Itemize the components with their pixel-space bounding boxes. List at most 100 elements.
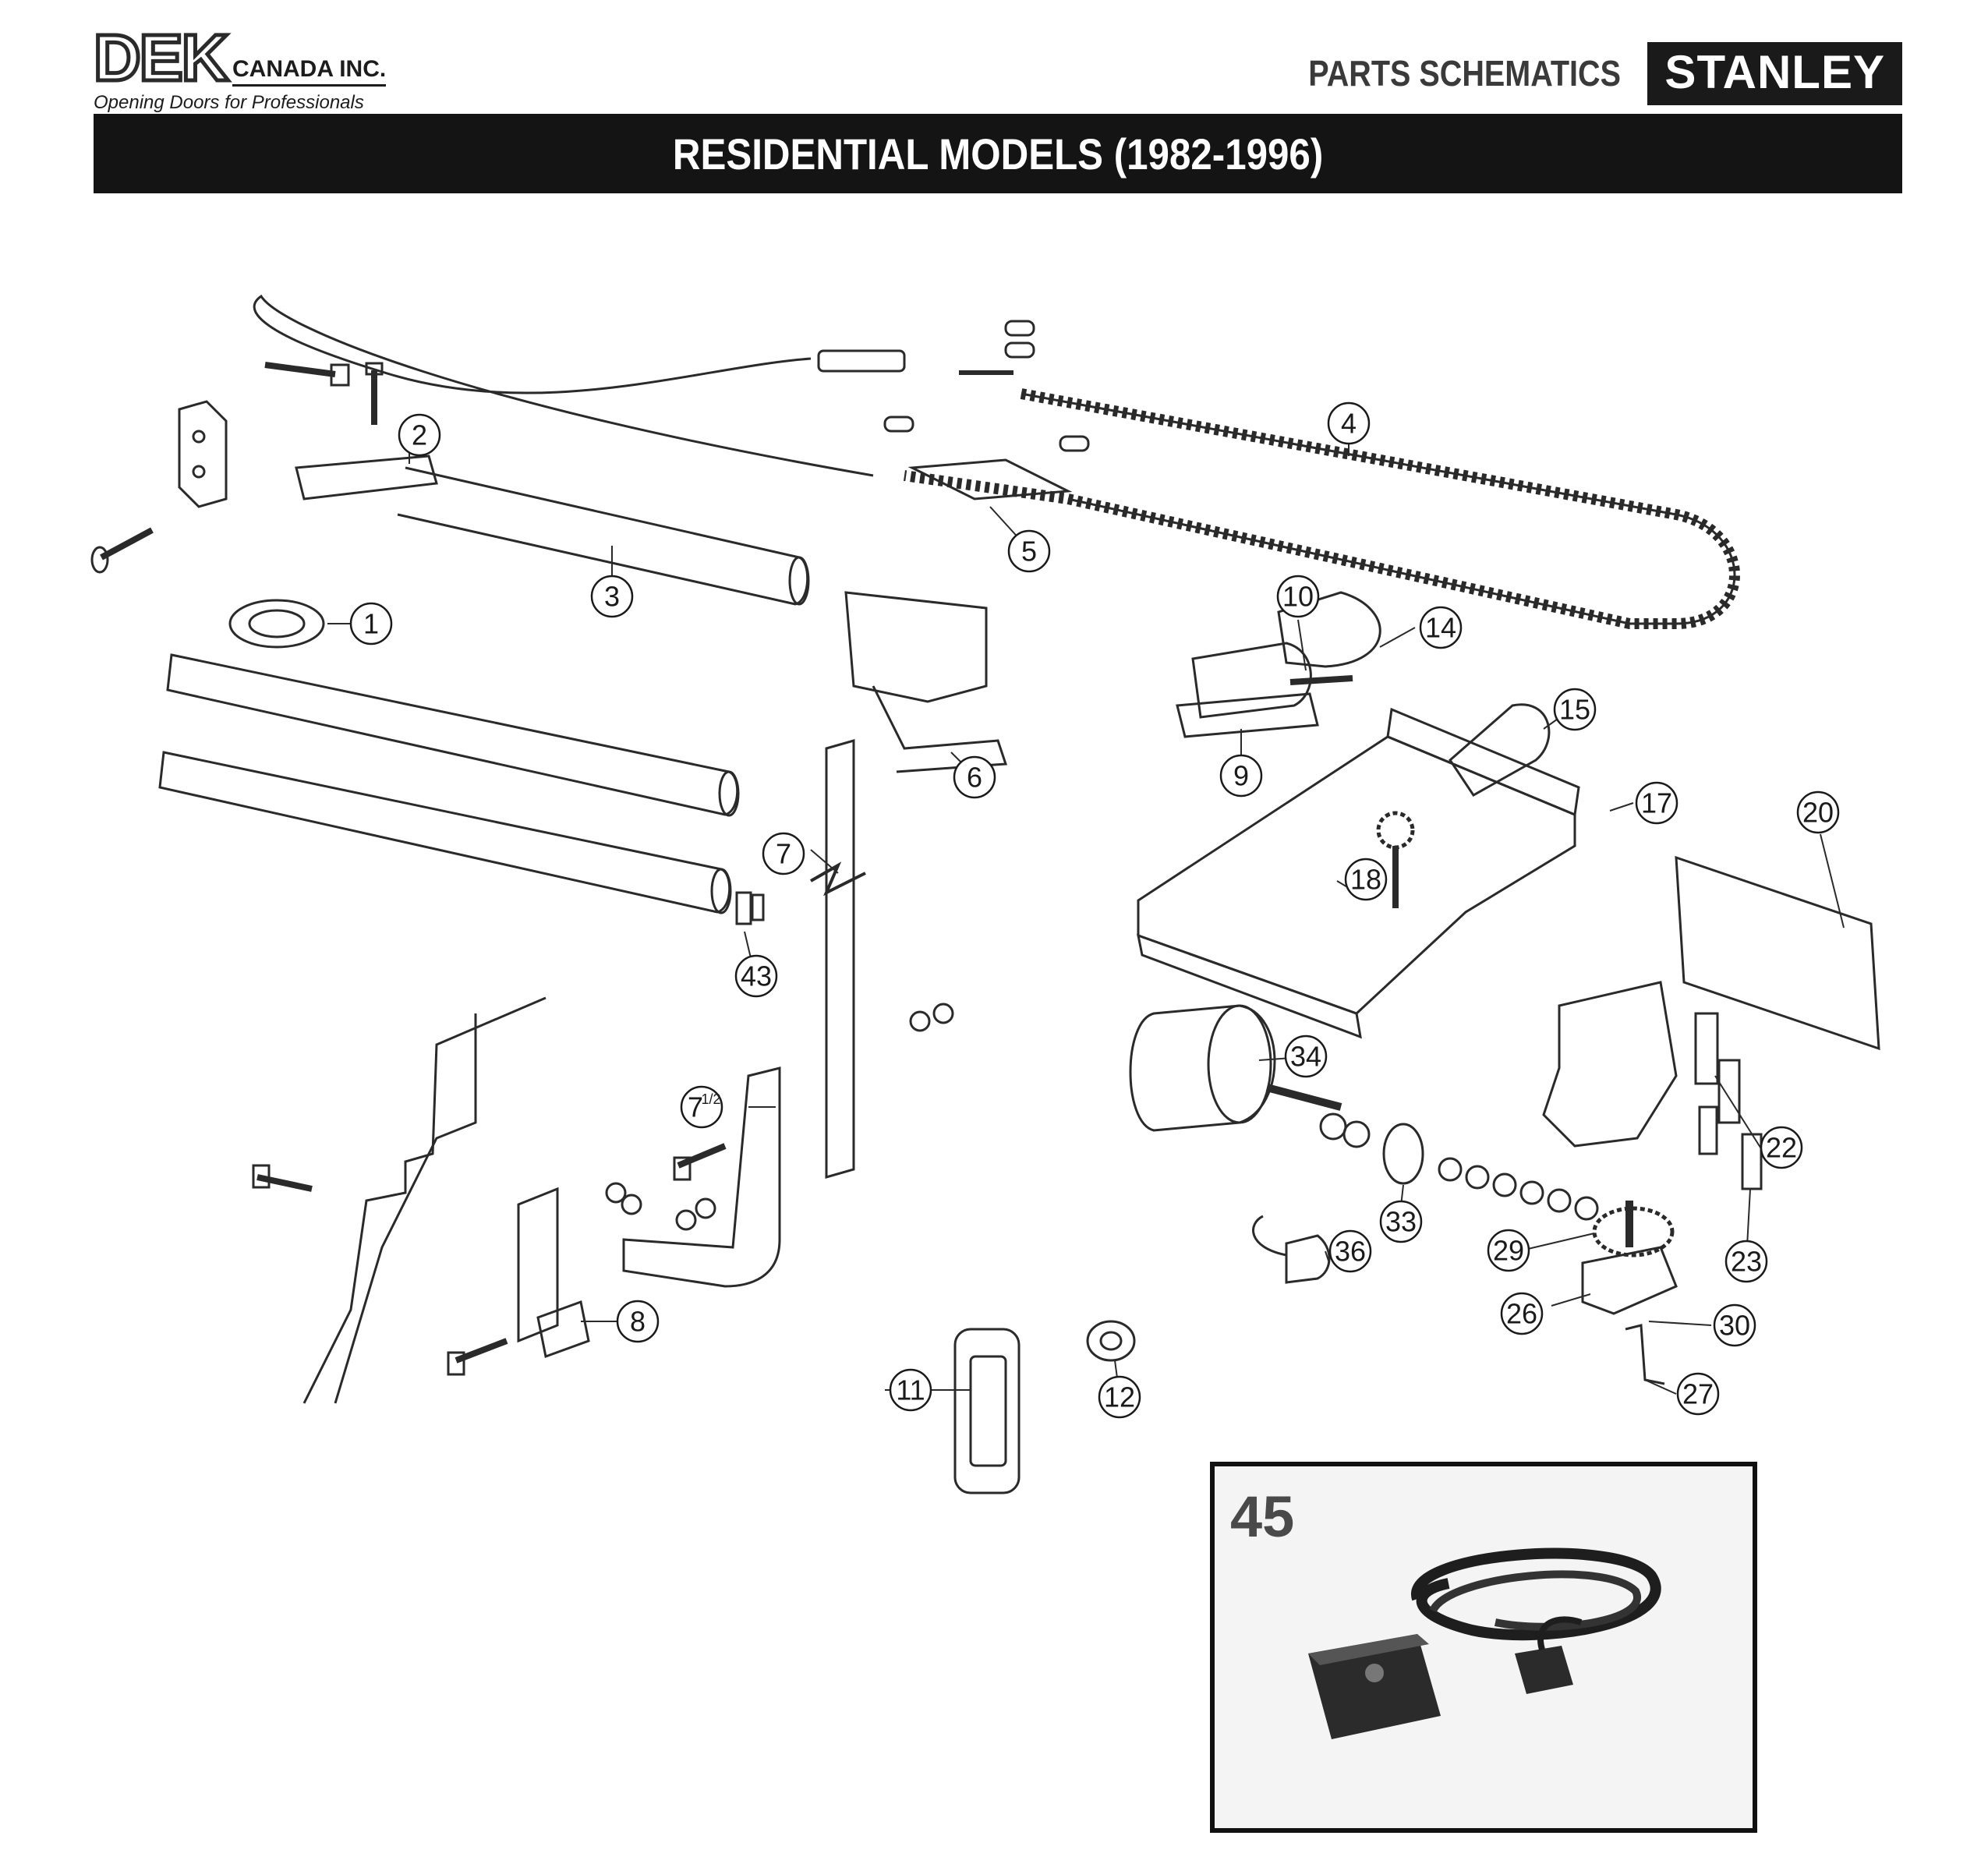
rail-tube-a <box>166 653 739 816</box>
part-callout: 30 <box>1713 1303 1756 1347</box>
inset-artwork <box>1308 1547 1661 1739</box>
part-callout: 7 <box>762 832 805 875</box>
title-bar: RESIDENTIAL MODELS (1982-1996) <box>94 114 1902 193</box>
callout-circle <box>1713 1303 1756 1347</box>
callout-circle <box>1760 1126 1803 1169</box>
callout-circle <box>590 575 634 618</box>
section-label: PARTS SCHEMATICS <box>1308 53 1622 94</box>
callout-circle <box>398 413 441 457</box>
callout-circle <box>1007 529 1051 573</box>
diagram-artwork <box>90 294 1880 1494</box>
inset-callout: 45 <box>1210 1462 1757 1833</box>
leader-lines <box>327 425 1845 1396</box>
part-callout: 23 <box>1724 1240 1768 1283</box>
part-callout: 5 <box>1007 529 1051 573</box>
door-bracket <box>517 1187 559 1343</box>
callout-circle <box>1635 781 1678 825</box>
part-number: 23 <box>1731 1246 1762 1278</box>
part-callout: 4 <box>1327 401 1371 445</box>
part-callout: 29 <box>1487 1229 1530 1272</box>
part-number: 33 <box>1385 1206 1417 1238</box>
part-number: 34 <box>1290 1041 1321 1073</box>
parts-diagram: 123456771/289101112141517182022232627293… <box>90 294 1880 1494</box>
part-callout: 34 <box>1284 1035 1328 1078</box>
part-number: 5 <box>1021 536 1037 568</box>
part-number: 18 <box>1350 864 1381 896</box>
trolley <box>907 458 1073 500</box>
part-number: 26 <box>1506 1298 1537 1330</box>
part-callout: 10 <box>1276 575 1320 618</box>
part-callout: 18 <box>1344 858 1388 901</box>
pulley <box>228 599 325 649</box>
part-number: 15 <box>1559 694 1590 726</box>
callout-circle <box>1219 754 1263 798</box>
logo-tagline: Opening Doors for Professionals <box>94 92 364 113</box>
part-number: 12 <box>1104 1381 1135 1413</box>
part-callout: 6 <box>953 755 996 799</box>
part-number: 30 <box>1719 1310 1750 1342</box>
callout-circle <box>1487 1229 1530 1272</box>
part-number: 1 <box>363 608 379 640</box>
logo-mark: DEK <box>91 21 230 94</box>
sensor <box>1285 1234 1331 1284</box>
main-motor <box>1129 1004 1276 1132</box>
page-title: RESIDENTIAL MODELS (1982-1996) <box>672 129 1324 179</box>
cable-tensioner <box>817 349 906 373</box>
carriage <box>844 591 988 703</box>
part-number: 3 <box>604 581 620 613</box>
part-number: 14 <box>1425 612 1456 644</box>
wall-console <box>953 1328 1021 1494</box>
part-callout: 71/2 <box>680 1085 723 1129</box>
callout-circle <box>1284 1035 1328 1078</box>
callout-circle <box>616 1300 660 1343</box>
part-callout: 43 <box>734 954 778 998</box>
part-callout: 27 <box>1676 1372 1720 1416</box>
callout-circle <box>734 954 778 998</box>
part-number: 8 <box>630 1306 646 1338</box>
inset-label: 45 <box>1230 1484 1295 1549</box>
part-number: 9 <box>1233 760 1249 792</box>
part-number-sup: 1/2 <box>701 1091 720 1107</box>
callout-circle <box>349 602 393 645</box>
part-number: 11 <box>896 1374 925 1406</box>
callout-circle <box>1328 1229 1372 1273</box>
callout-circle <box>1553 688 1597 731</box>
header-right: PARTS SCHEMATICS STANLEY <box>1258 41 1902 106</box>
motor-15 <box>1449 703 1551 797</box>
gear-housing <box>1542 981 1678 1148</box>
motor-cover <box>1277 591 1381 668</box>
callout-circle <box>680 1085 723 1129</box>
callout-circle <box>1796 790 1840 834</box>
plug-end <box>1515 1646 1573 1694</box>
gear-base <box>1581 1246 1678 1315</box>
callout-circle <box>953 755 996 799</box>
callout-circle <box>1276 575 1320 618</box>
callout-circle <box>1327 401 1371 445</box>
bushing <box>1086 1320 1136 1362</box>
part-callout: 8 <box>616 1300 660 1343</box>
part-callout: 14 <box>1419 606 1463 649</box>
callout-circle <box>1500 1292 1544 1335</box>
release-cable <box>253 294 874 477</box>
circuit-board <box>1675 855 1880 1051</box>
rail-front <box>295 454 438 500</box>
part-number: 7 <box>776 838 791 870</box>
part-callout: 22 <box>1760 1126 1803 1169</box>
part-callout: 9 <box>1219 754 1263 798</box>
part-callout: 3 <box>590 575 634 618</box>
callout-circle <box>1676 1372 1720 1416</box>
part-callout: 2 <box>398 413 441 457</box>
callout-circle <box>1379 1200 1423 1243</box>
part-callout: 15 <box>1553 688 1597 731</box>
motor-small <box>1191 642 1312 719</box>
stanley-brand: STANLEY <box>1647 41 1902 105</box>
part-callout: 11 <box>889 1368 932 1412</box>
rail-tube-b <box>158 751 731 914</box>
part-number: 7 <box>688 1091 703 1123</box>
part-number: 10 <box>1282 581 1314 613</box>
part-number: 6 <box>967 762 982 794</box>
part-number: 43 <box>741 960 772 992</box>
part-number: 2 <box>412 419 427 451</box>
part-callout: 12 <box>1098 1375 1141 1419</box>
